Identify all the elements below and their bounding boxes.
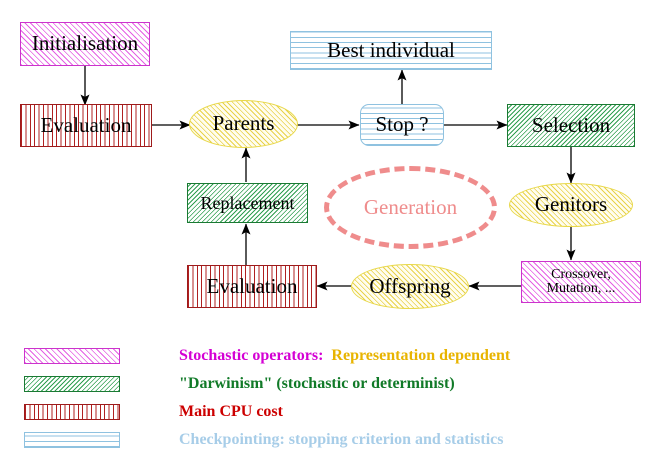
legend-label-primary: Main CPU cost xyxy=(179,403,283,420)
node-operators[interactable]: Crossover, Mutation, ... xyxy=(521,261,641,303)
legend-label-primary: Checkpointing: stopping criterion and st… xyxy=(179,431,504,448)
node-offspring-label: Offspring xyxy=(369,273,451,298)
legend-label-secondary: Representation dependent xyxy=(331,347,511,364)
node-parents[interactable]: Parents xyxy=(189,100,298,148)
node-evaluation-bottom-label: Evaluation xyxy=(206,273,298,298)
legend-row: Checkpointing: stopping criterion and st… xyxy=(24,427,644,453)
node-replacement[interactable]: Replacement xyxy=(187,183,308,223)
node-best-individual[interactable]: Best individual xyxy=(290,31,492,70)
node-selection-label: Selection xyxy=(531,112,611,137)
node-generation-label: Generation xyxy=(363,195,458,219)
legend-swatch-checkpointing xyxy=(24,432,120,448)
node-operators-label: Crossover, Mutation, ... xyxy=(546,266,616,296)
node-offspring[interactable]: Offspring xyxy=(351,264,469,309)
legend-text-checkpointing: Checkpointing: stopping criterion and st… xyxy=(147,413,503,467)
node-evaluation-top-label: Evaluation xyxy=(40,112,132,137)
legend: Stochastic operators: Representation dep… xyxy=(24,343,644,455)
legend-row: Main CPU cost xyxy=(24,399,644,425)
node-genitors[interactable]: Genitors xyxy=(509,183,633,227)
legend-label-primary: "Darwinism" (stochastic or determinist) xyxy=(179,375,455,392)
legend-row: "Darwinism" (stochastic or determinist) xyxy=(24,371,644,397)
legend-label-primary: Stochastic operators: xyxy=(179,347,324,364)
node-genitors-label: Genitors xyxy=(534,192,608,217)
legend-swatch-stochastic-operators xyxy=(24,348,120,364)
legend-text-darwinism: "Darwinism" (stochastic or determinist) xyxy=(147,357,455,411)
node-stop-label: Stop ? xyxy=(375,112,429,137)
node-stop[interactable]: Stop ? xyxy=(360,104,444,146)
node-evaluation-top[interactable]: Evaluation xyxy=(20,104,152,147)
legend-text-main-cpu-cost: Main CPU cost xyxy=(147,385,283,439)
node-best-individual-label: Best individual xyxy=(327,37,455,62)
node-evaluation-bottom[interactable]: Evaluation xyxy=(187,265,317,308)
node-initialisation[interactable]: Initialisation xyxy=(20,22,150,66)
node-replacement-label: Replacement xyxy=(200,192,295,213)
legend-swatch-main-cpu-cost xyxy=(24,404,120,420)
node-parents-label: Parents xyxy=(212,111,275,136)
node-generation: Generation xyxy=(324,166,497,249)
node-initialisation-label: Initialisation xyxy=(31,31,139,56)
legend-swatch-darwinism xyxy=(24,376,120,392)
legend-row: Stochastic operators: Representation dep… xyxy=(24,343,644,369)
legend-text-stochastic-operators: Stochastic operators: Representation dep… xyxy=(147,329,510,383)
node-selection[interactable]: Selection xyxy=(507,104,635,147)
